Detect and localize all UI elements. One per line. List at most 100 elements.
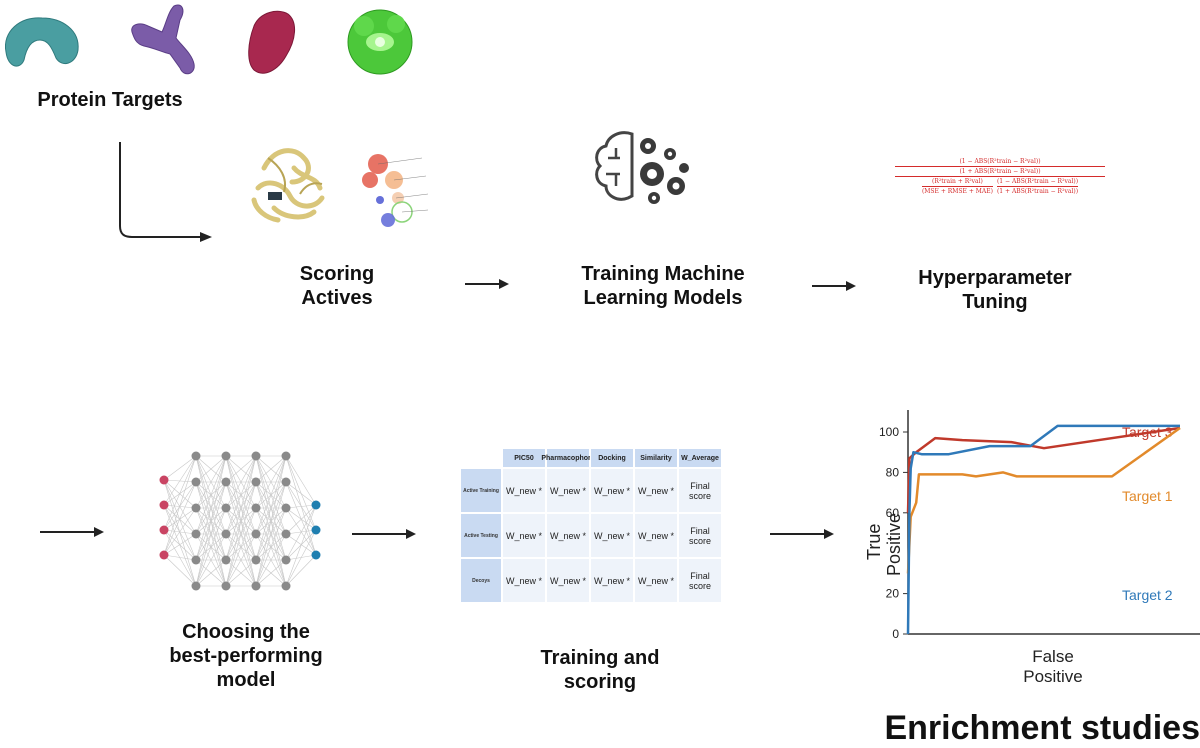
nn-connection — [285, 504, 317, 587]
table-cell: W_new * — [546, 513, 590, 558]
table-cell: W_new * — [634, 468, 678, 513]
neural-network-diagram — [159, 451, 321, 591]
y-tick-label: 0 — [892, 627, 899, 641]
nn-node — [221, 581, 231, 591]
table-cell: W_new * — [590, 558, 634, 603]
table-cell: W_new * — [502, 468, 546, 513]
enrichment-title: Enrichment studies — [884, 709, 1200, 747]
nn-connection — [225, 507, 257, 587]
nn-connection — [285, 507, 317, 531]
nn-connection — [163, 504, 197, 561]
nn-connection — [255, 455, 287, 483]
formula-numerator-2: (1 + ABS(R²train − R²val)) — [959, 168, 1041, 175]
series-line-target-2 — [906, 424, 1180, 635]
choosing-line-1: Choosing the — [182, 621, 310, 643]
nn-connection — [255, 455, 287, 561]
nn-node — [191, 581, 201, 591]
protein-crimson-icon — [248, 10, 295, 74]
x-axis-label: Positive — [1023, 667, 1083, 686]
nn-node — [159, 500, 169, 510]
nn-connection — [225, 455, 257, 535]
nn-node — [281, 503, 291, 513]
training-ml-label: Training Machine Learning Models — [558, 262, 768, 310]
nn-connection — [285, 554, 317, 587]
nn-connection — [163, 554, 197, 587]
scoring-actives-label: Scoring Actives — [262, 262, 412, 310]
series-label: Target 2 — [1122, 587, 1173, 603]
nn-connection — [285, 481, 317, 531]
nn-connection — [255, 481, 287, 587]
y-tick-label: 80 — [886, 465, 900, 479]
y-axis-label: True — [864, 524, 884, 560]
training-scoring-line-2: scoring — [563, 671, 637, 693]
nn-node — [191, 477, 201, 487]
nn-connection — [225, 533, 257, 587]
training-ml-line-1: Training Machine — [581, 263, 745, 285]
table-corner — [460, 448, 502, 468]
hyperparameter-line-2: Tuning — [962, 291, 1028, 313]
nn-connection — [163, 481, 197, 556]
nn-connection — [195, 559, 227, 587]
protein-green-icon — [347, 9, 413, 75]
nn-connection — [225, 455, 257, 509]
table-cell: W_new * — [502, 513, 546, 558]
nn-connection — [163, 554, 197, 561]
nn-node — [191, 451, 201, 461]
nn-connection — [255, 559, 287, 587]
nn-connection — [285, 481, 317, 556]
choosing-line-3: model — [216, 669, 276, 691]
arrow-right-2 — [812, 281, 856, 291]
series-label: Target 3 — [1122, 424, 1173, 440]
protein-targets-label: Protein Targets — [37, 89, 183, 111]
training-ml-line-2: Learning Models — [583, 287, 743, 309]
nn-connection — [225, 481, 257, 587]
nn-node — [251, 477, 261, 487]
nn-node — [191, 555, 201, 565]
x-axis-label: False — [1032, 647, 1074, 666]
table-final-cell: Final score — [678, 513, 722, 558]
nn-node — [311, 550, 321, 560]
nn-node — [221, 503, 231, 513]
series-line-target-3 — [906, 426, 1181, 513]
nn-node — [311, 500, 321, 510]
nn-connection — [163, 479, 197, 561]
nn-node — [281, 451, 291, 461]
protein-teal-icon — [4, 17, 79, 67]
brain-gears-icon — [595, 131, 689, 204]
nn-connection — [285, 533, 317, 556]
nn-node — [159, 525, 169, 535]
scoring-actives-line-2: Actives — [301, 287, 373, 309]
y-tick-label: 20 — [886, 587, 900, 601]
nn-connection — [163, 529, 197, 561]
y-tick-label: 100 — [879, 425, 899, 439]
nn-connection — [163, 479, 197, 535]
nn-node — [251, 451, 261, 461]
scoring-weight-table: PIC50 Pharmacophore Docking Similarity W… — [460, 448, 722, 603]
nn-connection — [195, 455, 227, 587]
protein-ribbon-image — [251, 148, 325, 223]
pharmacophore-image — [362, 154, 429, 227]
nn-node — [221, 477, 231, 487]
table-final-cell: Final score — [678, 558, 722, 603]
nn-connection — [225, 559, 257, 587]
nn-connection — [163, 507, 197, 556]
nn-connection — [225, 455, 257, 483]
nn-connection — [163, 529, 197, 587]
table-header: W_Average — [678, 448, 722, 468]
table-row-header: Decoys — [460, 558, 502, 603]
nn-connection — [163, 455, 197, 481]
hyperparameter-label: Hyperparameter Tuning — [890, 266, 1100, 314]
elbow-arrow — [119, 142, 212, 242]
nn-node — [251, 529, 261, 539]
protein-purple-icon — [131, 4, 195, 75]
training-scoring-label: Training and scoring — [500, 646, 700, 694]
nn-node — [281, 477, 291, 487]
nn-connection — [285, 529, 317, 587]
nn-node — [251, 555, 261, 565]
table-cell: W_new * — [634, 513, 678, 558]
table-cell: W_new * — [546, 558, 590, 603]
nn-connection — [195, 533, 227, 587]
table-cell: W_new * — [590, 468, 634, 513]
table-row-header: Active Training — [460, 468, 502, 513]
nn-node — [251, 581, 261, 591]
